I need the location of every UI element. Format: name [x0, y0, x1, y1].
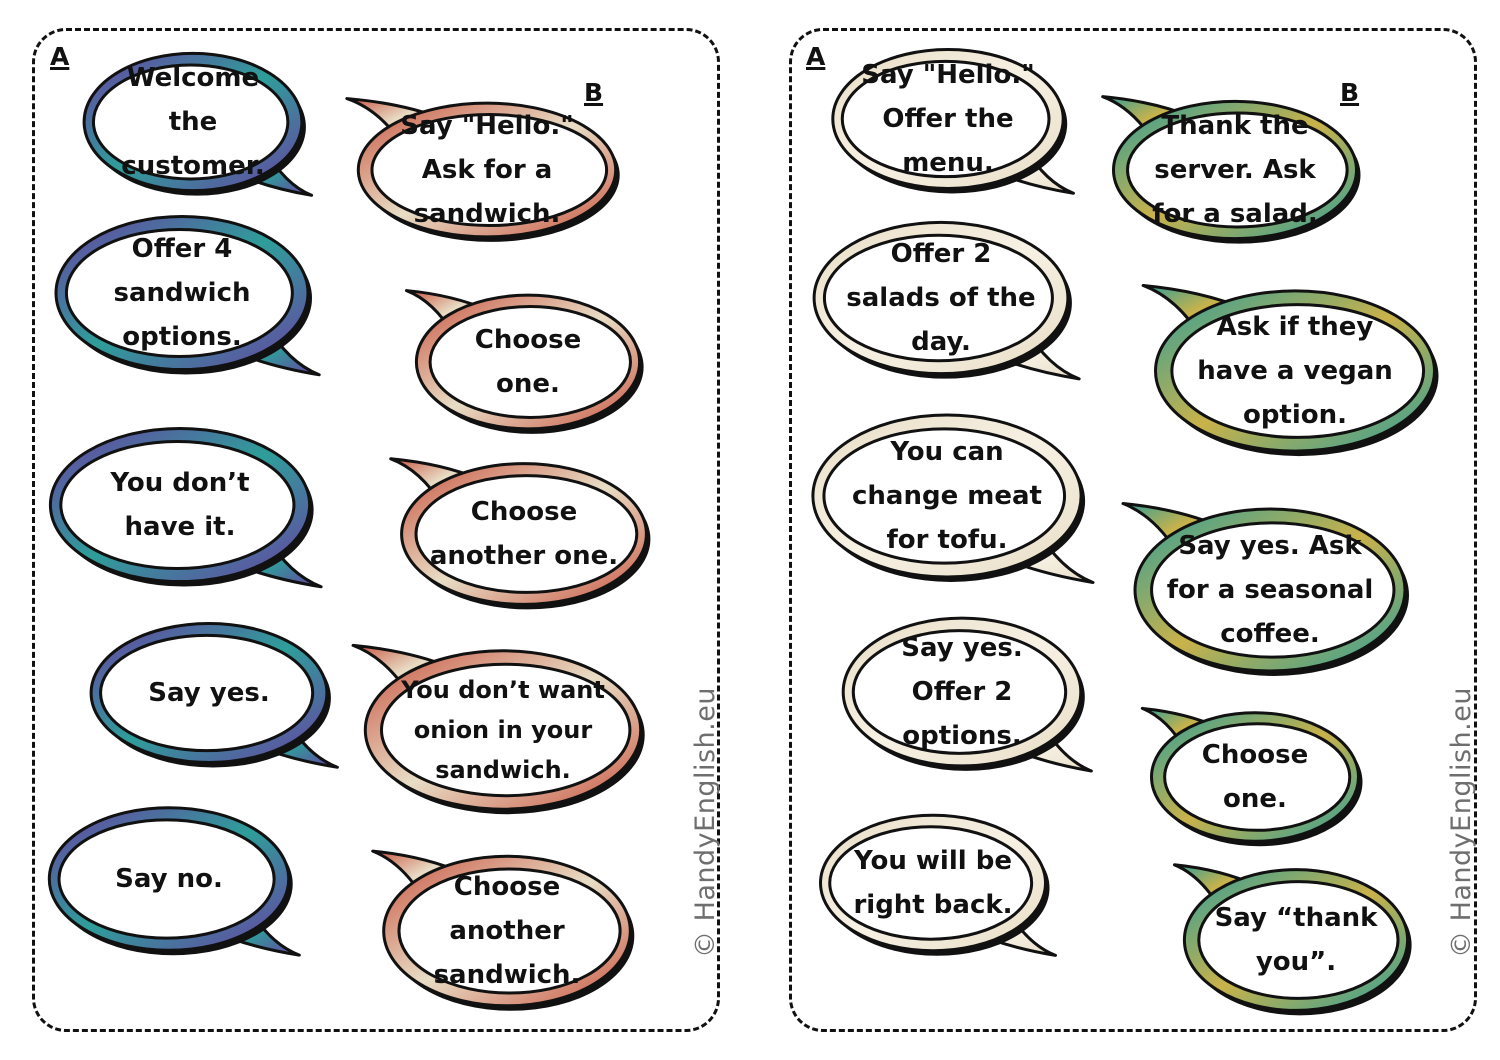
- copyright-watermark: © HandyEnglish.eu: [1446, 687, 1477, 958]
- speech-bubble-shape: [831, 47, 1075, 195]
- speech-bubble-a: Say yes.: [78, 614, 340, 772]
- speech-bubble-b: Say "Hello." Ask for a sandwich.: [344, 94, 630, 246]
- speech-bubble-a: You will be right back.: [808, 806, 1058, 960]
- speech-bubble-b: Say yes. Ask for a seasonal coffee.: [1120, 498, 1420, 682]
- speech-bubble-a: Welcome the customer.: [72, 44, 314, 200]
- copyright-watermark: © HandyEnglish.eu: [690, 687, 721, 958]
- speech-bubble-a: Say no.: [36, 798, 302, 960]
- role-b-label: B: [1340, 78, 1360, 107]
- dialogue-card-sandwich: [32, 28, 720, 1032]
- speech-bubble-shape: [1140, 706, 1363, 847]
- speech-bubble-b: Say “thank you”.: [1172, 860, 1420, 1020]
- speech-bubble-shape: [48, 426, 323, 589]
- speech-bubble-shape: [404, 289, 644, 434]
- bubble-text: You don’t want onion in your sandwich.: [401, 676, 605, 784]
- bubble-text: Choose another sandwich.: [433, 872, 581, 990]
- speech-bubble-shape: [345, 97, 620, 242]
- bubble-text: Offer 4 sandwich options.: [113, 234, 251, 352]
- speech-bubble-shape: [811, 413, 1095, 584]
- bubble-text: You don’t have it.: [110, 468, 250, 542]
- bubble-text: Welcome the customer.: [121, 63, 265, 181]
- speech-bubble-b: Choose one.: [404, 286, 652, 438]
- speech-bubble-shape: [1101, 95, 1361, 244]
- speech-bubble-shape: [1121, 502, 1409, 676]
- speech-bubble-shape: [351, 643, 645, 815]
- speech-bubble-b: Choose another one.: [388, 454, 660, 614]
- speech-bubble-shape: [819, 813, 1057, 957]
- speech-bubble-b: Ask if they have a vegan option.: [1140, 280, 1450, 462]
- bubble-text: Choose one.: [474, 325, 582, 399]
- speech-bubble-shape: [1172, 863, 1412, 1016]
- speech-bubble-b: You don’t want onion in your sandwich.: [350, 640, 656, 820]
- dialogue-card-salad: [789, 28, 1477, 1032]
- speech-bubble-a: Say "Hello." Offer the menu.: [820, 40, 1076, 198]
- speech-bubble-a: Say yes. Offer 2 options.: [830, 608, 1094, 776]
- speech-bubble-b: Thank the server. Ask for a salad.: [1100, 92, 1370, 248]
- speech-bubble-a: You can change meat for tofu.: [798, 404, 1096, 588]
- bubble-text: Say yes. Ask for a seasonal coffee.: [1166, 531, 1374, 649]
- speech-bubble-shape: [371, 849, 635, 1011]
- bubble-text: Thank the server. Ask for a salad.: [1152, 111, 1318, 229]
- speech-bubble-a: Offer 4 sandwich options.: [42, 206, 322, 380]
- bubble-text: Say “thank you”.: [1214, 903, 1378, 977]
- role-a-label: A: [50, 42, 70, 71]
- speech-bubble-shape: [89, 621, 339, 769]
- speech-bubble-shape: [82, 51, 314, 197]
- bubble-text: Say "Hello." Ask for a sandwich.: [400, 111, 574, 229]
- role-b-label: B: [584, 78, 604, 107]
- speech-bubble-shape: [841, 616, 1093, 773]
- bubble-text: Say yes. Offer 2 options.: [901, 633, 1023, 751]
- speech-bubble-shape: [389, 457, 651, 610]
- bubble-text: Choose one.: [1201, 740, 1309, 814]
- speech-bubble-b: Choose one.: [1140, 704, 1370, 850]
- speech-bubble-shape: [1141, 283, 1439, 457]
- speech-bubble-b: Choose another sandwich.: [370, 846, 644, 1016]
- speech-bubble-a: Offer 2 salads of the day.: [800, 212, 1082, 384]
- bubble-text: Say yes.: [148, 678, 270, 708]
- speech-bubble-a: You don’t have it.: [36, 418, 324, 592]
- bubble-text: You will be right back.: [853, 846, 1013, 920]
- speech-bubble-shape: [812, 220, 1081, 381]
- bubble-text: Say "Hello." Offer the menu.: [861, 60, 1035, 178]
- bubble-text: Ask if they have a vegan option.: [1197, 312, 1393, 430]
- bubble-text: Offer 2 salads of the day.: [846, 239, 1036, 357]
- bubble-text: Choose another one.: [429, 497, 619, 571]
- speech-bubble-shape: [54, 214, 321, 377]
- bubble-text: You can change meat for tofu.: [852, 437, 1042, 555]
- bubble-text: Say no.: [115, 864, 223, 894]
- role-a-label: A: [806, 42, 826, 71]
- speech-bubble-shape: [47, 806, 301, 957]
